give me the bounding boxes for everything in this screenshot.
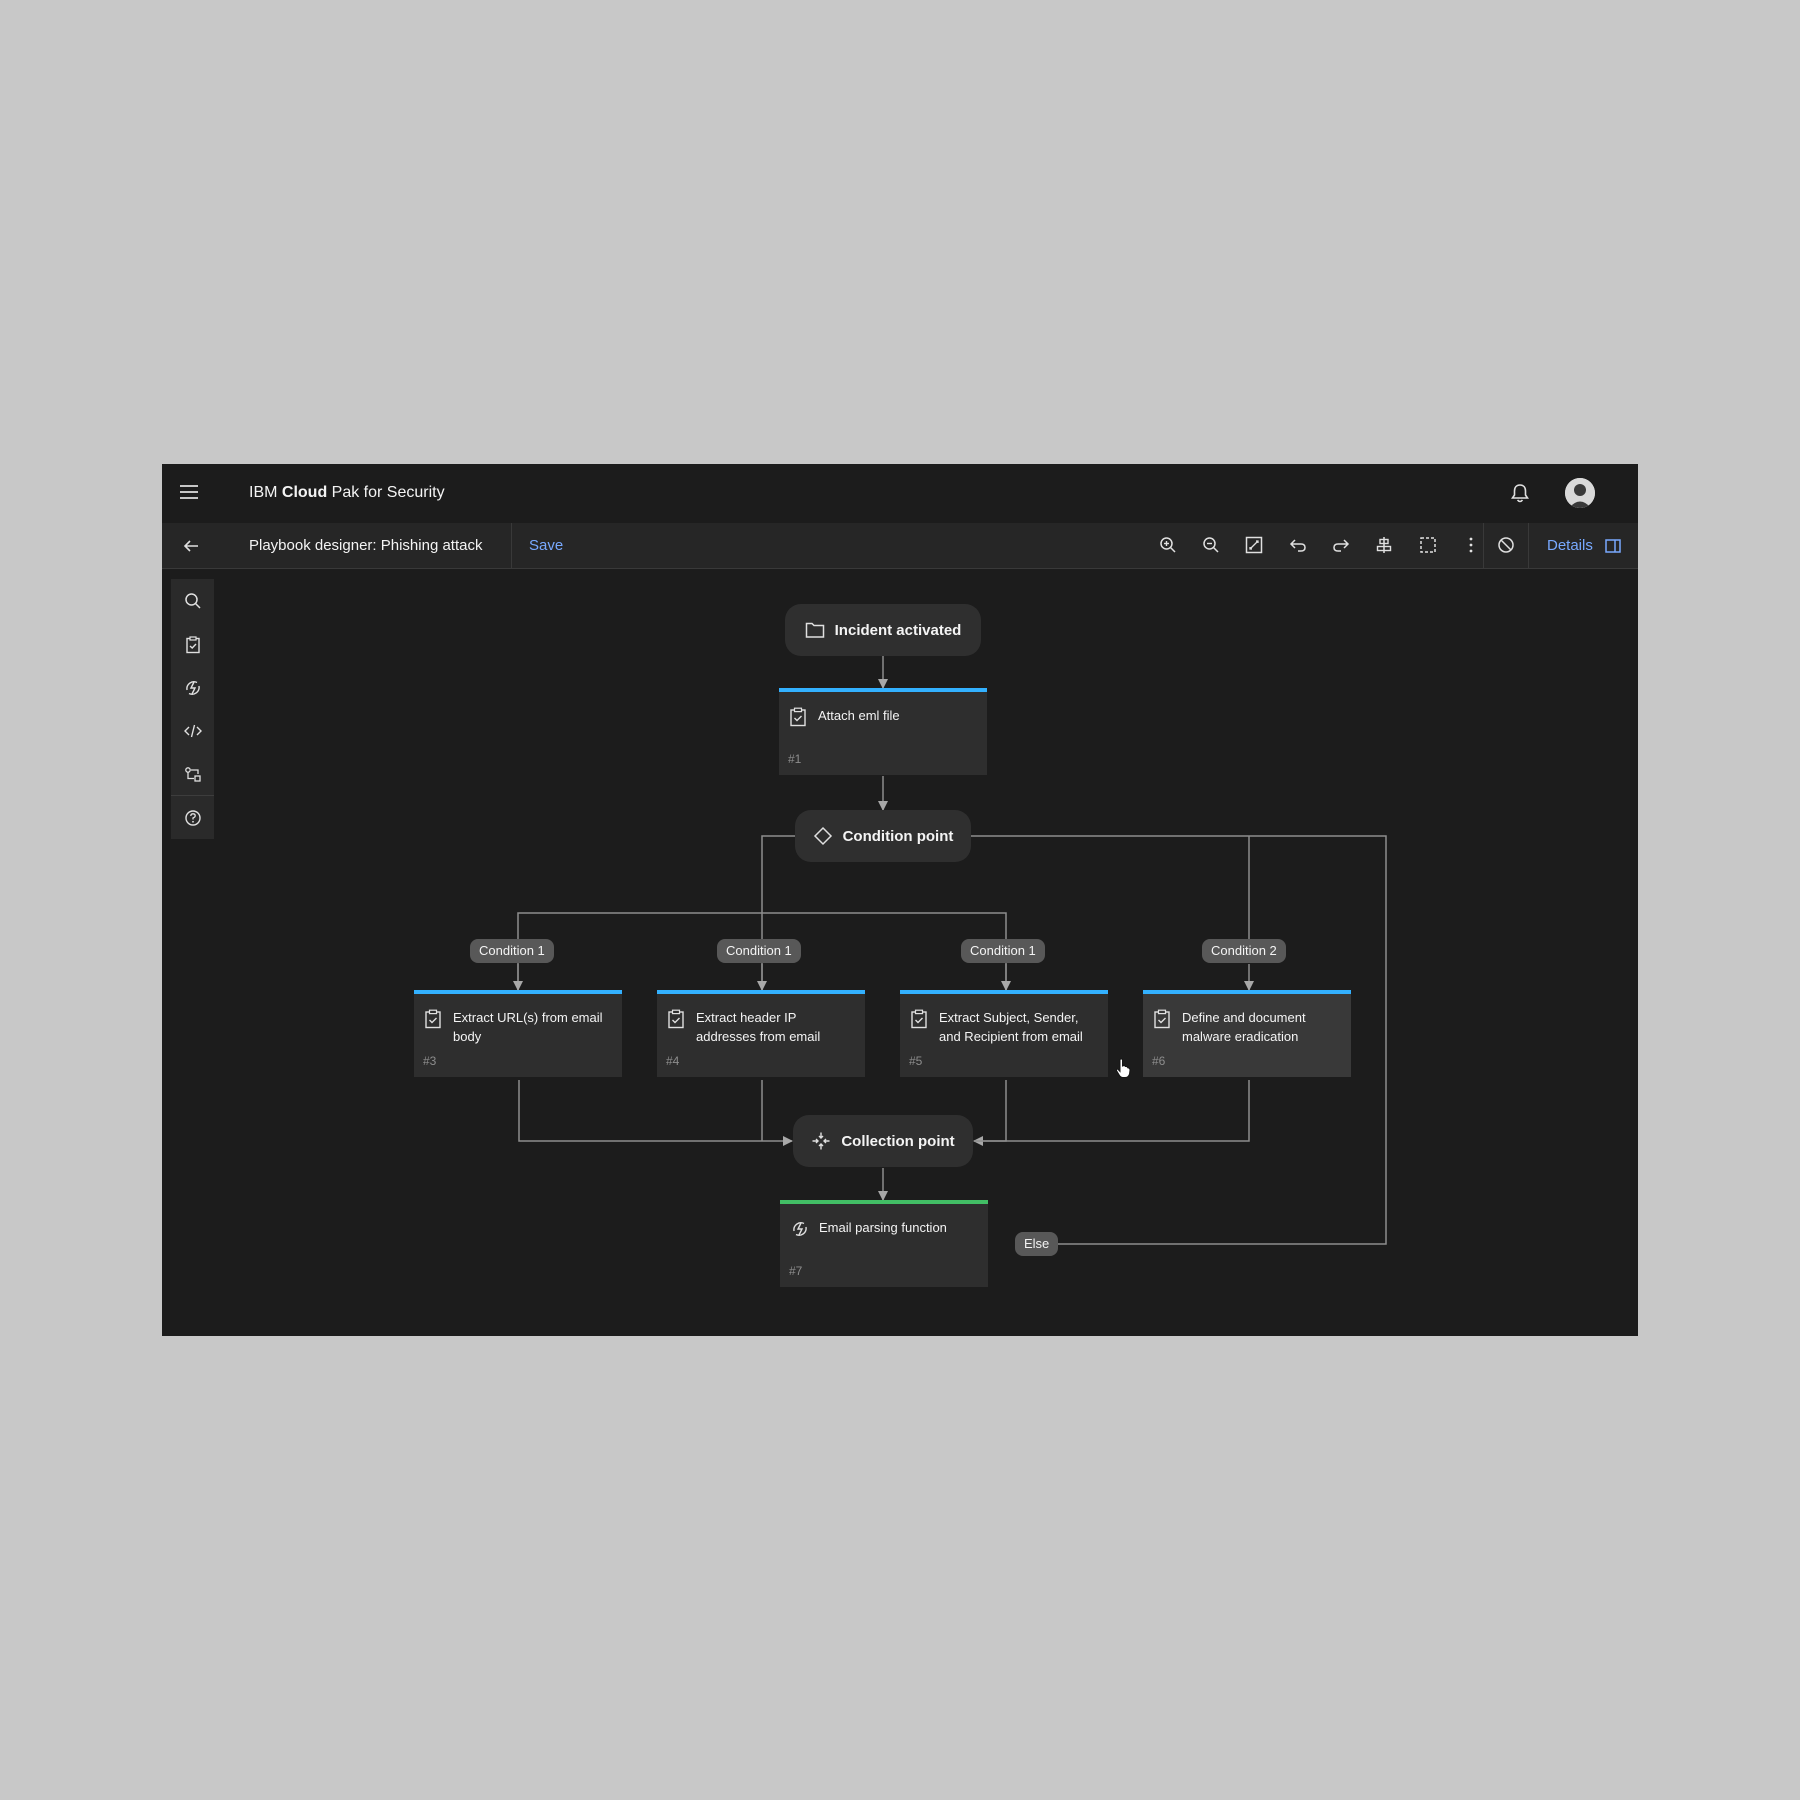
condition-badge[interactable]: Condition 1	[470, 939, 554, 963]
start-node-label: Incident activated	[835, 622, 962, 639]
condition-point-node[interactable]: Condition point	[795, 810, 971, 862]
task-icon	[1153, 1009, 1171, 1029]
diamond-icon	[813, 826, 833, 846]
condition-badge[interactable]: Condition 1	[717, 939, 801, 963]
function-icon	[790, 1219, 810, 1239]
task-label: Extract header IP addresses from email	[696, 1008, 858, 1046]
collection-icon	[811, 1131, 831, 1151]
task-label: Extract Subject, Sender, and Recipient f…	[939, 1008, 1101, 1046]
task-number: #7	[789, 1264, 802, 1278]
task-number: #3	[423, 1054, 436, 1068]
task-node[interactable]: Extract Subject, Sender, and Recipient f…	[900, 990, 1108, 1077]
folder-icon	[805, 621, 825, 639]
task-number: #1	[788, 752, 801, 766]
task-number: #4	[666, 1054, 679, 1068]
task-icon	[424, 1009, 442, 1029]
task-label: Define and document malware eradication	[1182, 1008, 1344, 1046]
task-icon	[667, 1009, 685, 1029]
else-badge[interactable]: Else	[1015, 1232, 1058, 1256]
condition-point-label: Condition point	[843, 828, 954, 845]
task-icon	[910, 1009, 928, 1029]
task-number: #5	[909, 1054, 922, 1068]
collection-point-label: Collection point	[841, 1133, 954, 1150]
task-number: #6	[1152, 1054, 1165, 1068]
task-node[interactable]: Define and document malware eradication …	[1143, 990, 1351, 1077]
task-icon	[789, 707, 807, 727]
function-node[interactable]: Email parsing function #7	[780, 1200, 988, 1287]
condition-badge[interactable]: Condition 2	[1202, 939, 1286, 963]
task-label: Attach eml file	[818, 706, 980, 725]
task-label: Extract URL(s) from email body	[453, 1008, 615, 1046]
task-node[interactable]: Attach eml file #1	[779, 688, 987, 775]
task-node[interactable]: Extract URL(s) from email body #3	[414, 990, 622, 1077]
start-node[interactable]: Incident activated	[785, 604, 981, 656]
pointer-cursor-icon	[1115, 1057, 1131, 1079]
task-label: Email parsing function	[819, 1218, 981, 1237]
collection-point-node[interactable]: Collection point	[793, 1115, 973, 1167]
condition-badge[interactable]: Condition 1	[961, 939, 1045, 963]
task-node[interactable]: Extract header IP addresses from email #…	[657, 990, 865, 1077]
